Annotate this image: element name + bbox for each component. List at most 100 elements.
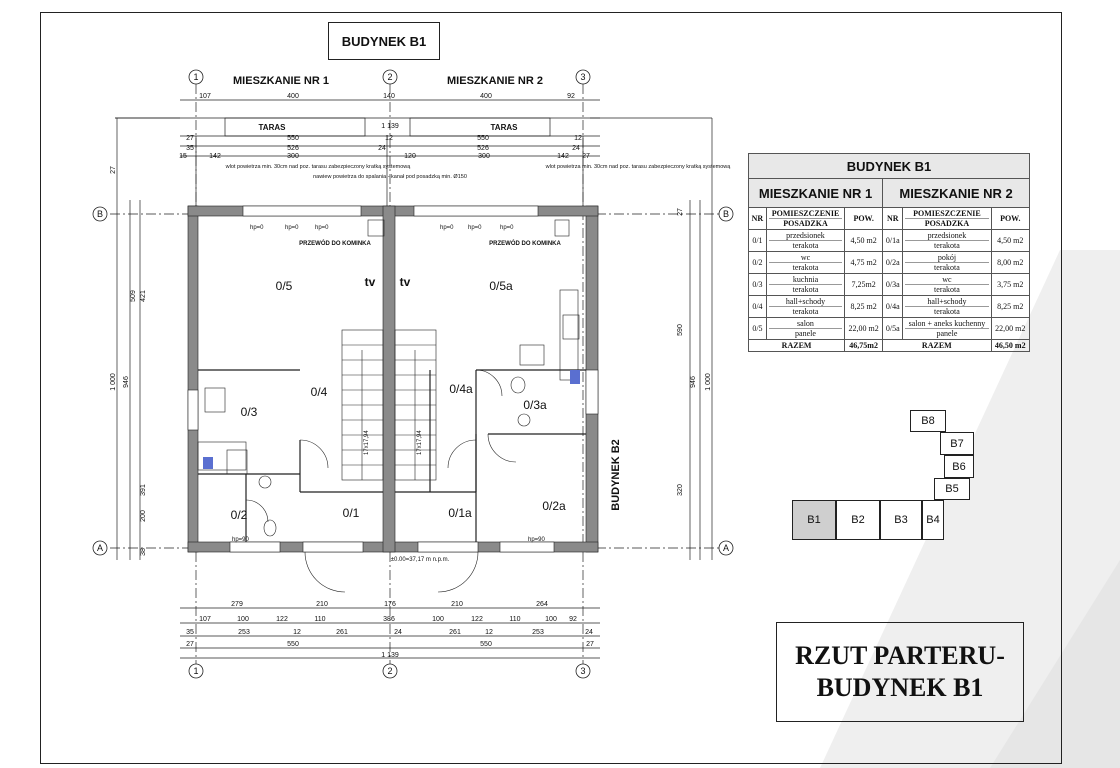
table-cell-text: przedsionek <box>927 231 967 240</box>
room-0-4a: 0/4a <box>449 382 473 396</box>
table-cell-text: terakota <box>905 262 989 272</box>
dim-bot3-2: 12 <box>293 629 301 636</box>
axis-3-top: 3 <box>580 72 585 82</box>
dim-left-3: 946 <box>123 376 130 388</box>
block-b3: B3 <box>880 500 922 540</box>
dim-bot3-3: 261 <box>336 629 348 636</box>
dim-bot2-2: 122 <box>276 616 288 623</box>
room-0-5: 0/5 <box>276 279 293 293</box>
dim-top3-1: 550 <box>287 135 299 142</box>
tv-label-1: tv <box>365 275 376 289</box>
table-cell-text: terakota <box>905 306 989 316</box>
hp90-label-2: hp=90 <box>528 537 546 543</box>
dim-left-6: 200 <box>140 510 147 522</box>
dim-right-3: 320 <box>677 484 684 496</box>
stairs-label-2: 17x17,94 <box>417 430 423 455</box>
dim-bot3-0: 35 <box>186 629 194 636</box>
dim-top5-4: 300 <box>478 153 490 160</box>
dim-bot4-0: 27 <box>186 641 194 648</box>
dim-bot2-3: 110 <box>314 616 325 623</box>
dim-top5-0: 15 <box>179 153 187 160</box>
table-cell-text: wc <box>942 275 952 284</box>
dim-bot3-1: 253 <box>238 629 250 636</box>
table-apartment-2: MIESZKANIE NR 2 <box>882 178 1030 208</box>
total-label-1: RAZEM <box>747 339 846 352</box>
table-cell-text: 0/1a <box>882 229 904 252</box>
dim-top5-3: 120 <box>404 153 416 160</box>
table-total-row: RAZEM 46,75m2 RAZEM 46,50 m2 <box>747 339 1030 352</box>
block-b5: B5 <box>934 478 970 500</box>
axis-a-right: A <box>723 543 729 553</box>
total-value-2: 46,50 m2 <box>990 339 1030 352</box>
tv-label-2: tv <box>400 275 411 289</box>
dim-left-0: 27 <box>110 166 117 174</box>
axis-1-top: 1 <box>193 72 198 82</box>
table-cell-text: 0/4 <box>748 295 767 318</box>
table-cell-text: terakota <box>905 240 989 250</box>
room-0-4: 0/4 <box>311 385 328 399</box>
note-air-inlet-1: wlot powietrza min. 30cm nad poz. tarasu… <box>225 164 412 170</box>
dim-bot2-0: 107 <box>199 616 211 623</box>
dim-right-2: 1 000 <box>705 373 712 391</box>
table-cell-text: 7,25m2 <box>844 273 884 296</box>
dim-bot4-1: 550 <box>287 641 299 648</box>
stairs-label-1: 17x17,94 <box>364 430 370 455</box>
dim-bot2-5: 100 <box>432 616 444 623</box>
table-cell-text: 0/3a <box>882 273 904 296</box>
dim-top5-2: 300 <box>287 153 299 160</box>
hp90-label-1: hp=90 <box>232 537 250 543</box>
dim-bot1-1: 210 <box>316 601 328 608</box>
table-cell-text: panele <box>768 328 843 338</box>
room-0-1a: 0/1a <box>448 506 472 520</box>
dim-top4-3: 526 <box>477 145 489 152</box>
block-b4: B4 <box>922 500 944 540</box>
table-cell-text: 4,75 m2 <box>844 251 884 274</box>
axis-1-bottom: 1 <box>193 666 198 676</box>
dim-top1-0: 107 <box>199 93 211 100</box>
table-cell-text: pokój <box>937 253 957 262</box>
hp-label-1: hp=0 <box>250 225 264 231</box>
table-cell-text: 8,25 m2 <box>844 295 884 318</box>
block-b1: B1 <box>792 500 836 540</box>
hp-label-6: hp=0 <box>500 225 514 231</box>
table-title: BUDYNEK B1 <box>748 153 1030 179</box>
table-cell-text: terakota <box>768 306 843 316</box>
table-cell-text: 0/4a <box>882 295 904 318</box>
table-cell-text: 22,00 m2 <box>844 317 884 340</box>
dim-bot3-4: 24 <box>394 629 402 636</box>
dim-left-2: 509 <box>130 290 137 302</box>
chimney-label-2: PRZEWÓD DO KOMINKA <box>489 239 561 247</box>
block-b8: B8 <box>910 410 946 432</box>
table-cell-text: salon + aneks kuchenny <box>908 319 986 328</box>
dim-right-1: 946 <box>690 376 697 388</box>
table-cell-text: 0/3 <box>748 273 767 296</box>
room-area-table: BUDYNEK B1 MIESZKANIE NR 1 MIESZKANIE NR… <box>747 153 1030 352</box>
chimney-label-1: PRZEWÓD DO KOMINKA <box>299 239 371 247</box>
dim-top3-2: 12 <box>385 135 393 142</box>
table-cell-text: 0/5a <box>882 317 904 340</box>
dim-top4-2: 24 <box>378 145 386 152</box>
building-title: BUDYNEK B1 <box>328 22 440 60</box>
dim-left-7: 38 <box>140 548 147 556</box>
dim-top1-1: 400 <box>287 93 299 100</box>
dim-bot1-3: 210 <box>451 601 463 608</box>
block-b6: B6 <box>944 455 974 478</box>
dim-bot1-2: 176 <box>384 601 396 608</box>
dim-bot2-7: 110 <box>509 616 520 623</box>
dim-top2: 1 139 <box>381 123 399 130</box>
drawing-title-line-2: BUDYNEK B1 <box>816 673 984 702</box>
terrace-label-2: TARAS <box>491 123 519 132</box>
